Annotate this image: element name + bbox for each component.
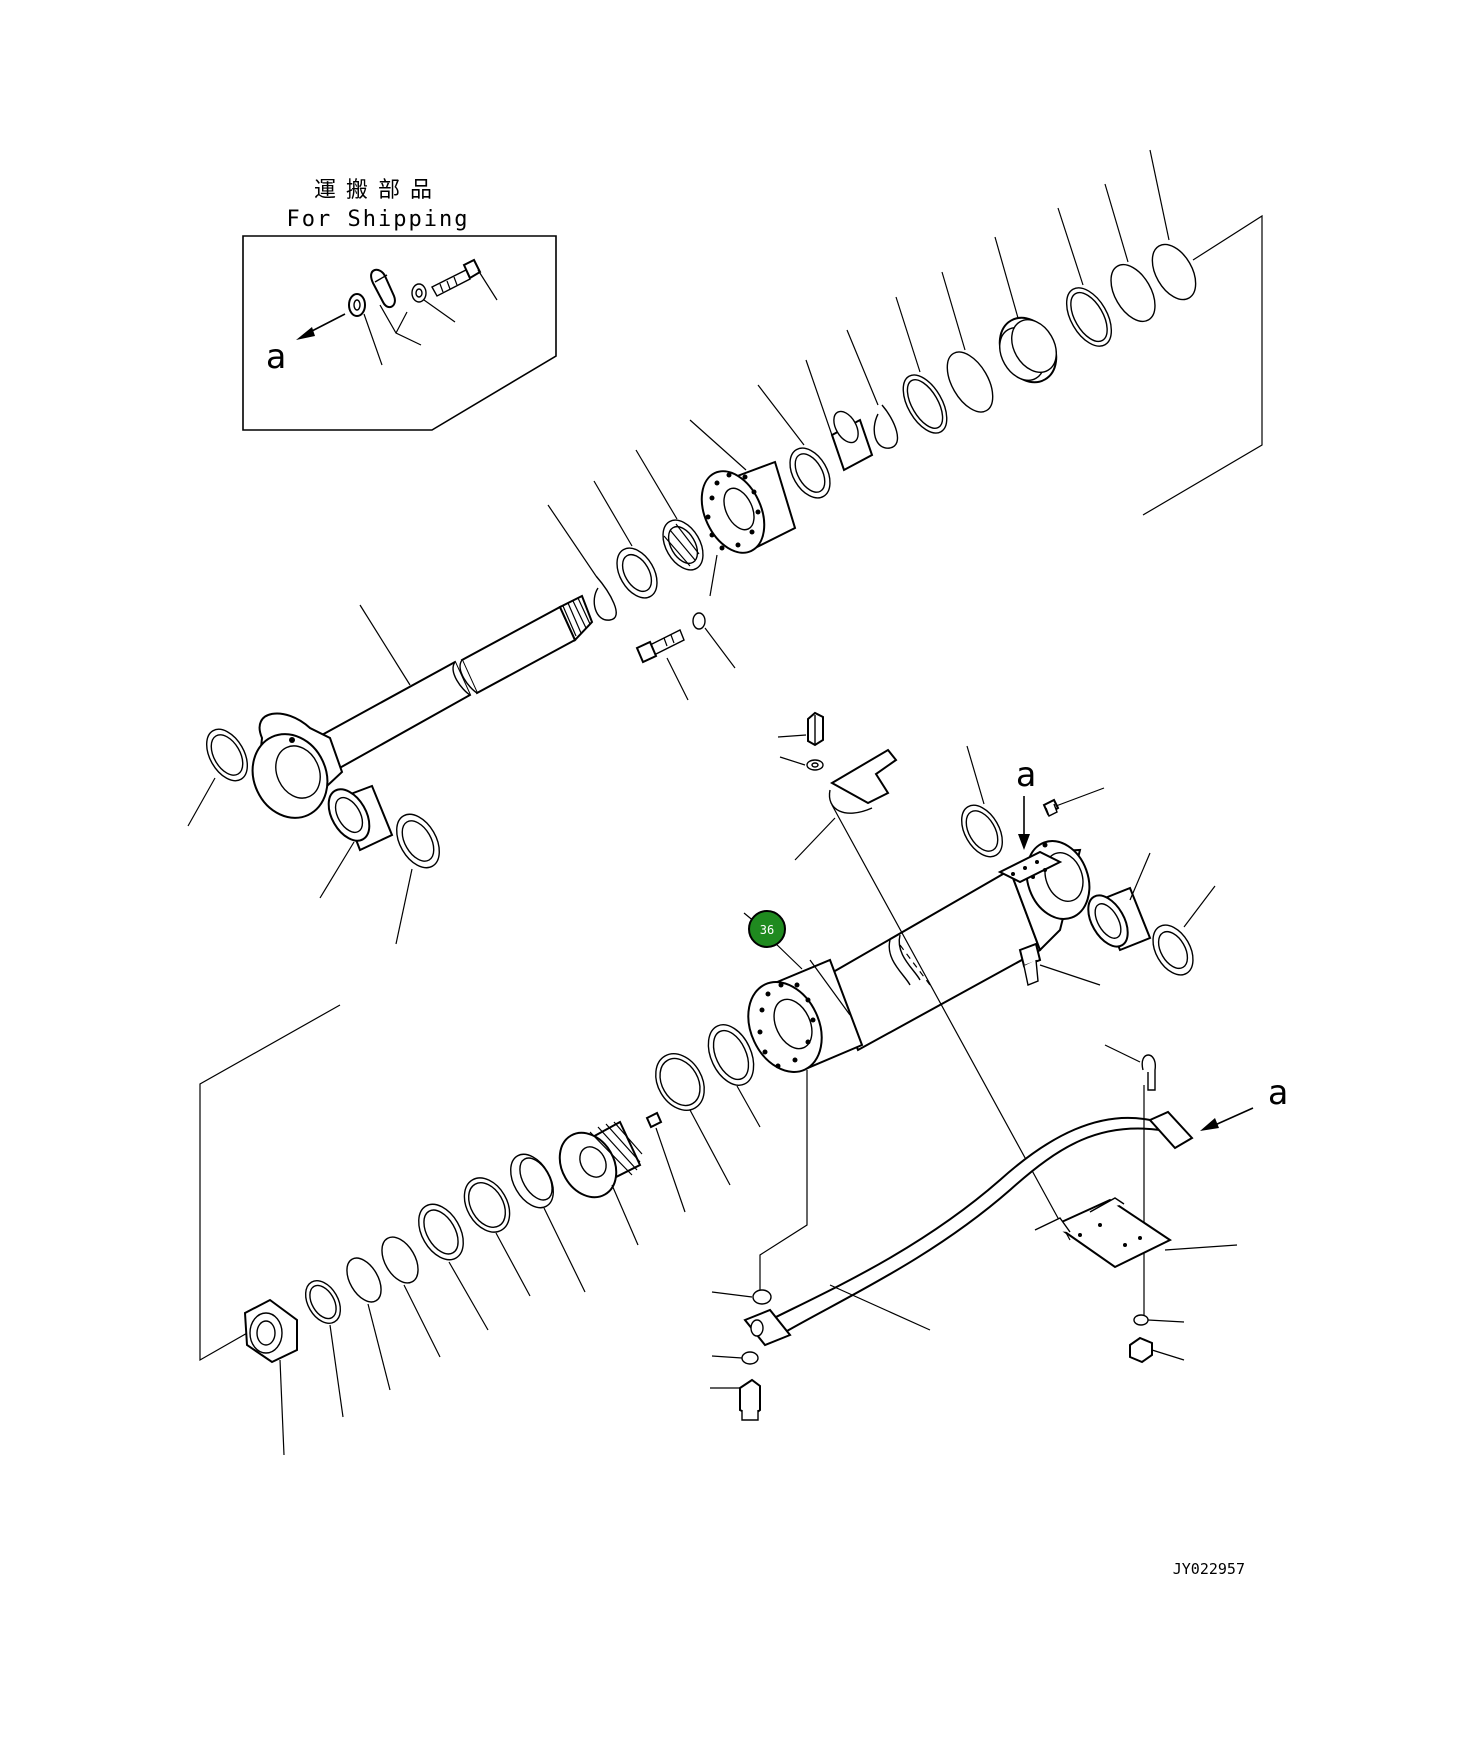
snap-ring-upper [846, 329, 899, 449]
cylinder-head [689, 419, 797, 597]
inset-title-jp: 運搬部品 [314, 178, 442, 203]
piston-parts [199, 1004, 761, 1456]
inset-washer [411, 283, 456, 323]
clevis-hardware [960, 745, 1216, 986]
tube-clamp [777, 711, 1071, 1241]
callout-36[interactable]: 36 [743, 910, 803, 970]
cylinder-tube [747, 840, 1091, 1073]
rod-assembly [187, 149, 1263, 945]
seal-rings-top [1057, 149, 1197, 347]
callout-36-number[interactable]: 36 [760, 923, 774, 937]
shipping-inset: 運搬部品 For Shipping [242, 178, 557, 431]
inset-frame [242, 235, 557, 431]
head-bolt [635, 612, 736, 701]
group-bracket-lower [199, 1004, 341, 1362]
head-arrow-label: a [1016, 755, 1036, 795]
inset-clip [370, 268, 422, 346]
dust-seal [757, 384, 831, 499]
harness-arrow-label: a [1268, 1073, 1288, 1113]
piston-seal-top [994, 236, 1058, 384]
callout-36-badge[interactable] [748, 910, 786, 948]
bushing-head [805, 359, 874, 472]
snap-ring-rod [547, 504, 617, 621]
group-bracket-upper [1142, 214, 1263, 516]
sensor-harness: a [710, 1044, 1288, 1421]
o-ring-mid [895, 271, 994, 434]
rod-eye [251, 712, 344, 819]
drawing-code: JY022957 [1173, 1560, 1245, 1578]
buffer-ring [593, 449, 704, 599]
inset-arrow-label: a [266, 337, 286, 377]
piston-rod [318, 594, 594, 772]
inset-nut [348, 293, 383, 366]
inset-bolt [431, 258, 498, 301]
rod-eye-seals [187, 728, 440, 945]
inset-arrow: a [266, 313, 346, 377]
inset-title-en: For Shipping [287, 207, 470, 232]
head-arrow-marker: a [1016, 755, 1036, 850]
